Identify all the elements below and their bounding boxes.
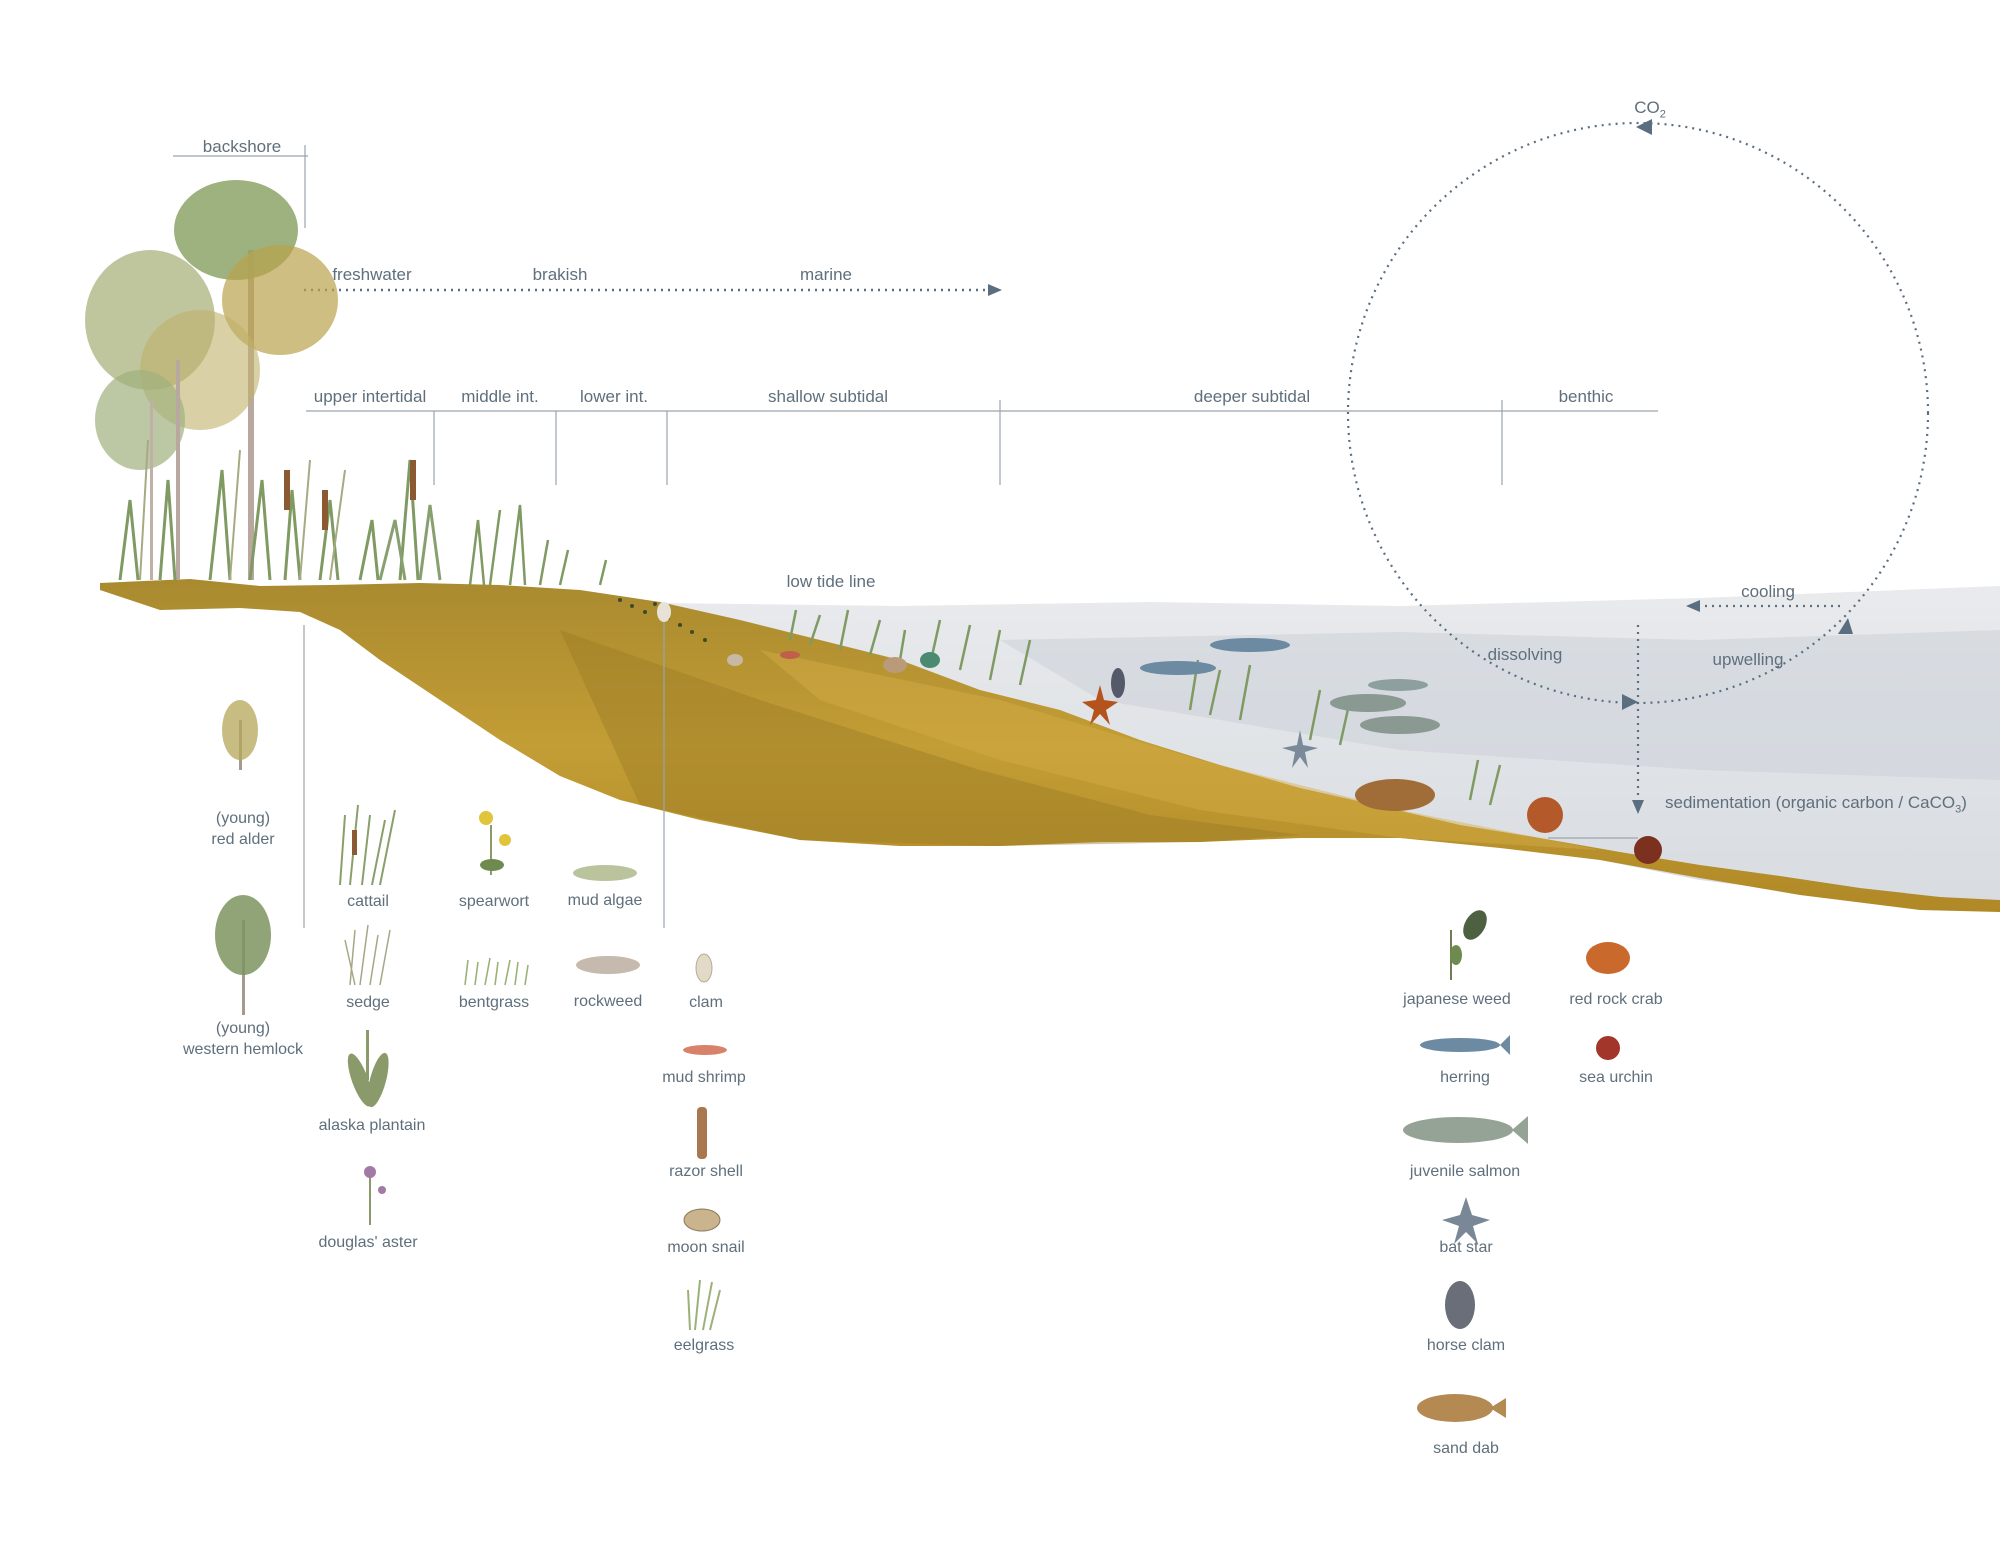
spearwort-icon xyxy=(479,811,511,875)
salinity-marine: marine xyxy=(800,265,852,284)
mud-algae-dots xyxy=(618,598,707,642)
sedge-label: sedge xyxy=(346,994,390,1011)
bat-star-label: bat star xyxy=(1439,1239,1493,1256)
zone-lower-intertidal: lower int. xyxy=(579,387,649,406)
zone-deeper-subtidal: deeper subtidal xyxy=(1193,387,1311,406)
red-rock-crab-label: red rock crab xyxy=(1569,991,1663,1008)
cattail-icon xyxy=(339,804,396,886)
eelgrass-label: eelgrass xyxy=(673,1337,735,1354)
sedge-icon xyxy=(344,924,391,986)
species-icons xyxy=(215,700,1630,1422)
juvenile-salmon-label: juvenile salmon xyxy=(1409,1163,1521,1180)
co2-arrowhead xyxy=(1636,119,1652,135)
sea-urchin-label: sea urchin xyxy=(1579,1069,1653,1086)
backshore-vegetation xyxy=(85,180,442,581)
cattail-label: cattail xyxy=(347,893,389,910)
horse-clam-icon xyxy=(1445,1281,1475,1329)
low-tide-line-label: low tide line xyxy=(786,572,876,591)
hemlock-label: (young)western hemlock xyxy=(182,1020,304,1058)
japanese-weed-label: japanese weed xyxy=(1403,991,1511,1008)
herring-icon xyxy=(1420,1035,1510,1055)
salinity-freshwater: freshwater xyxy=(332,265,412,284)
rockweed-label: rockweed xyxy=(573,993,643,1010)
upwelling-label: upwelling xyxy=(1712,650,1784,669)
horse-clam-label: horse clam xyxy=(1426,1337,1506,1354)
razor-shell-label: razor shell xyxy=(669,1163,743,1180)
zone-middle-intertidal: middle int. xyxy=(461,387,539,406)
eelgrass-icon xyxy=(687,1279,721,1331)
co2-label: CO2 xyxy=(1634,98,1666,121)
intertidal-grasses xyxy=(468,504,1502,806)
bentgrass-icon xyxy=(464,957,529,986)
hemlock-icon xyxy=(215,895,271,1015)
salinity-brackish: brakish xyxy=(532,265,588,284)
alaska-plantain-label: alaska plantain xyxy=(318,1117,426,1134)
in-scene-animals xyxy=(657,602,1662,864)
mud-algae-icon xyxy=(573,865,637,881)
japanese-weed-icon xyxy=(1450,910,1487,980)
guide-lines xyxy=(173,145,1658,928)
sea-urchin-icon xyxy=(1596,1036,1620,1060)
sedimentation-label: sedimentation (organic carbon / CaCO3) xyxy=(1665,793,1967,816)
cooling-label: cooling xyxy=(1741,582,1795,601)
bat-star-icon xyxy=(1442,1197,1490,1244)
moon-snail-label: moon snail xyxy=(667,1239,745,1256)
moon-snail-icon xyxy=(683,1208,721,1232)
alaska-plantain-icon xyxy=(347,1030,389,1108)
dissolving-label: dissolving xyxy=(1487,645,1563,664)
rockweed-icon xyxy=(576,956,640,974)
sand-dab-icon xyxy=(1417,1394,1506,1422)
razor-shell-icon xyxy=(697,1107,707,1159)
upwelling-arrowhead xyxy=(1838,618,1853,634)
red-rock-crab-icon xyxy=(1586,942,1630,974)
sediment-profile xyxy=(100,579,2000,912)
clam-label: clam xyxy=(689,994,723,1011)
juvenile-salmon-icon xyxy=(1403,1116,1528,1144)
mud-algae-label: mud algae xyxy=(567,892,643,909)
mud-shrimp-icon xyxy=(683,1045,727,1055)
clam-icon xyxy=(695,953,713,983)
sediment-light xyxy=(760,650,1600,850)
bentgrass-label: bentgrass xyxy=(458,994,530,1011)
sediment-shade xyxy=(560,630,1300,846)
douglas-aster-label: douglas' aster xyxy=(318,1234,418,1251)
zone-shallow-subtidal: shallow subtidal xyxy=(767,387,889,406)
douglas-aster-icon xyxy=(364,1166,386,1225)
herring-label: herring xyxy=(1440,1069,1490,1086)
red-alder-icon xyxy=(222,700,258,770)
mud-shrimp-label: mud shrimp xyxy=(662,1069,746,1086)
sand-dab-label: sand dab xyxy=(1433,1440,1499,1457)
zone-upper-intertidal: upper intertidal xyxy=(313,387,427,406)
backshore-label: backshore xyxy=(202,137,282,156)
red-alder-label: (young)red alder xyxy=(211,810,275,848)
dissolving-arrowhead xyxy=(1622,694,1638,710)
zone-benthic: benthic xyxy=(1558,387,1614,406)
spearwort-label: spearwort xyxy=(458,893,530,910)
